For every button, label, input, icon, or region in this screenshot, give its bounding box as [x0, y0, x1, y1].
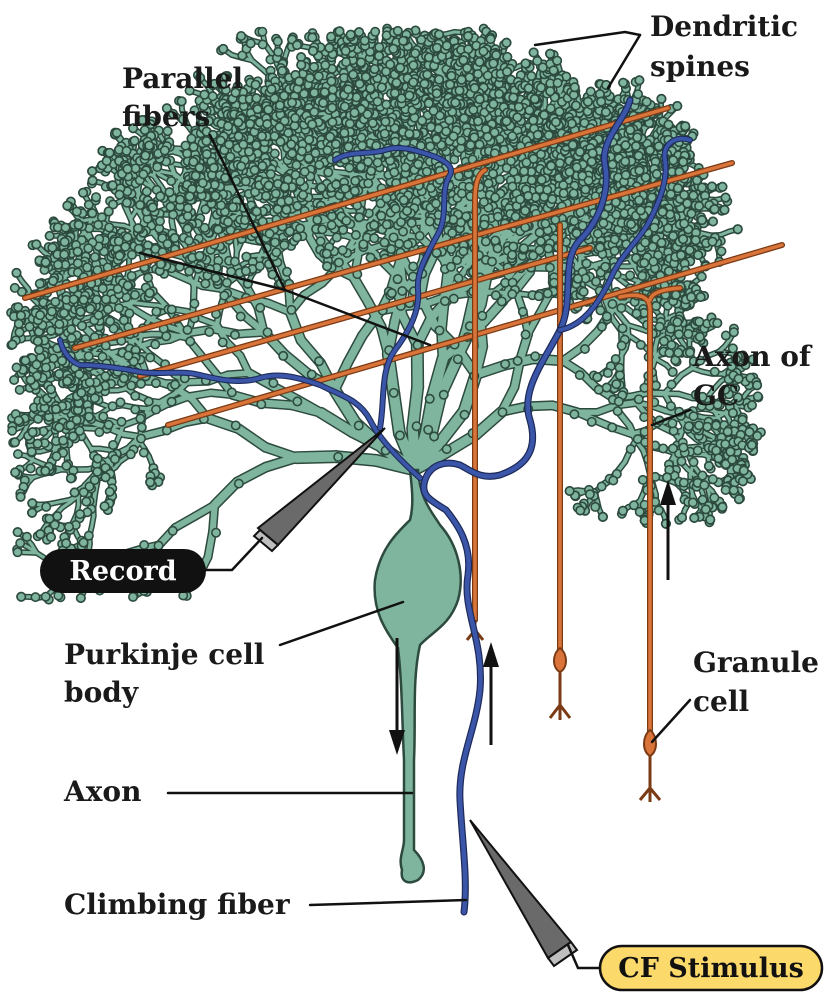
purkinje-cell-diagram: Dendritic spines Parallel fibers Axon of…: [6, 10, 824, 992]
